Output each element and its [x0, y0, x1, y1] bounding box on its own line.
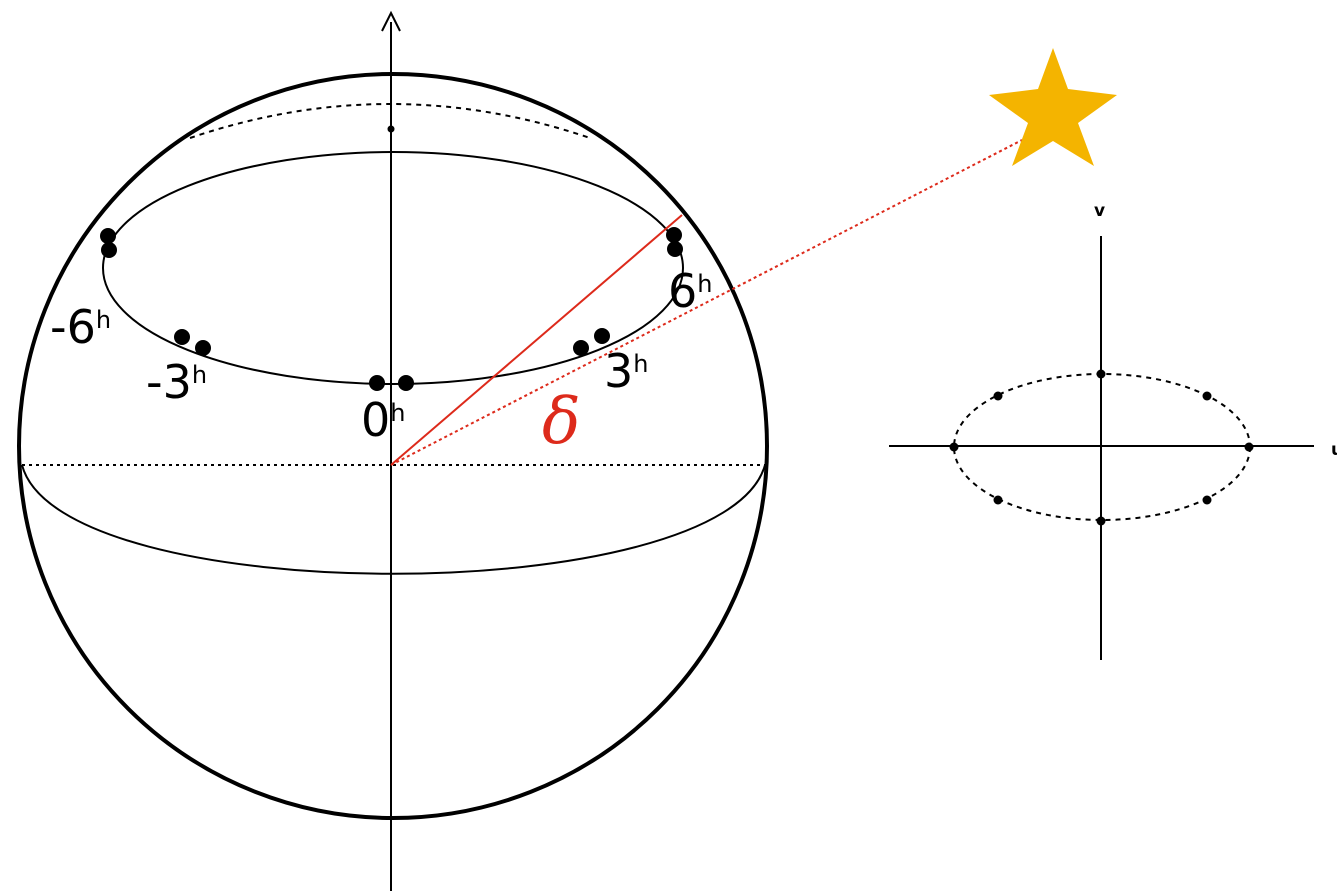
track-point	[667, 241, 683, 257]
track-point	[195, 340, 211, 356]
uv-point	[1202, 391, 1212, 401]
uv-plane-group: v u	[889, 201, 1337, 660]
source-track-ellipse	[102, 151, 684, 385]
hour-label-6: 6h	[668, 264, 713, 318]
track-point	[398, 375, 414, 391]
uv-point	[949, 442, 959, 452]
track-points	[100, 227, 683, 391]
track-point	[100, 228, 116, 244]
track-point	[594, 328, 610, 344]
hour-label-minus-6: -6h	[50, 300, 111, 354]
top-circle-back	[189, 103, 591, 139]
uv-point	[993, 495, 1003, 505]
track-point	[174, 329, 190, 345]
v-axis-label: v	[1094, 201, 1105, 221]
track-point	[101, 242, 117, 258]
declination-line	[390, 214, 683, 466]
track-point	[666, 227, 682, 243]
uv-point	[1096, 516, 1106, 526]
track-point	[369, 375, 385, 391]
star-icon	[989, 48, 1117, 166]
uv-point	[993, 391, 1003, 401]
polar-axis-arrowhead-icon	[381, 10, 401, 32]
pole-dot	[387, 125, 395, 133]
hour-label-minus-3: -3h	[146, 355, 207, 409]
uv-point	[1096, 369, 1106, 379]
uv-point	[1202, 495, 1212, 505]
sphere-group: δ -6h -3h 0h 3h 6h	[17, 10, 1117, 891]
uv-point	[1244, 442, 1254, 452]
uv-points	[949, 369, 1254, 526]
u-axis-label: u	[1331, 440, 1337, 460]
declination-symbol: δ	[542, 385, 581, 459]
track-point	[573, 340, 589, 356]
sphere-outline	[17, 72, 769, 820]
source-direction-line	[390, 139, 1023, 466]
hour-label-0: 0h	[361, 393, 406, 447]
hour-label-3: 3h	[604, 344, 649, 398]
equator-front-arc	[21, 464, 766, 575]
